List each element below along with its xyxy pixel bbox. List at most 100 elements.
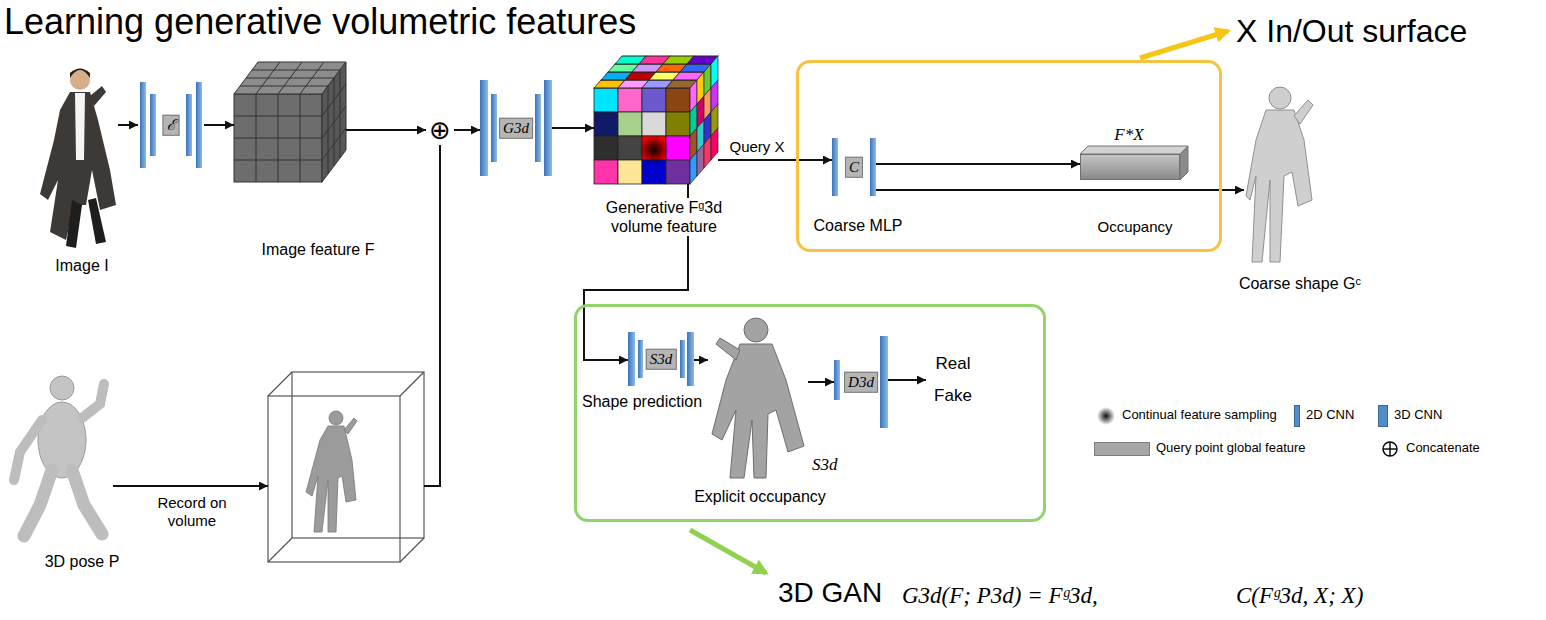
volume-wireframe bbox=[268, 372, 424, 562]
person-photo bbox=[75, 93, 85, 160]
person-photo bbox=[66, 200, 82, 248]
person-photo bbox=[40, 69, 116, 249]
cnn-2d-bars bbox=[140, 82, 146, 168]
math-symbol: F*X bbox=[1114, 125, 1143, 145]
generative-volume-cube bbox=[594, 160, 618, 184]
cnn-3d-bars bbox=[480, 80, 488, 176]
cnn-3d-bars bbox=[834, 336, 888, 428]
callout-heading: X In/Out surface bbox=[1236, 12, 1467, 50]
pose-volume bbox=[268, 372, 424, 562]
volume-figure bbox=[306, 426, 356, 532]
pose-body-figure bbox=[24, 470, 52, 536]
network-label: G3d bbox=[499, 118, 533, 139]
image-feature-cube bbox=[252, 70, 340, 71]
volume-wireframe bbox=[292, 372, 424, 538]
cnn-2d-bars bbox=[186, 94, 192, 156]
volume-wireframe bbox=[268, 538, 292, 562]
edge-label: Query X bbox=[727, 138, 786, 156]
connector-arrow bbox=[346, 129, 426, 131]
coarse-shape-figure bbox=[1294, 100, 1313, 124]
image-feature-cube bbox=[234, 116, 322, 117]
generative-volume-cube bbox=[690, 56, 718, 184]
image-feature-cube bbox=[234, 138, 322, 139]
generative-volume-cube bbox=[618, 160, 642, 184]
generative-volume-cube bbox=[666, 88, 690, 112]
cnn-3d-bars bbox=[638, 340, 643, 378]
volume-figure bbox=[306, 411, 357, 532]
gan-branch-box: 3D GANS3dShape predictionS3dExplicit occ… bbox=[574, 304, 1046, 522]
explicit-occupancy-figure bbox=[744, 318, 768, 342]
legend-sampling-dot bbox=[1097, 407, 1115, 425]
volume-wireframe bbox=[268, 372, 292, 396]
legend-swatch bbox=[1294, 405, 1300, 427]
image-feature-cube bbox=[234, 160, 322, 161]
caption: Coarse MLP bbox=[814, 216, 903, 235]
pose-body-figure bbox=[82, 384, 104, 418]
connector-arrow bbox=[204, 124, 234, 126]
explicit-occupancy: S3dExplicit occupancy bbox=[708, 314, 808, 484]
pose-body-figure bbox=[72, 470, 102, 534]
network-label: D3d bbox=[844, 372, 878, 393]
generative-volume-cube bbox=[594, 136, 618, 160]
image-feature-cube bbox=[234, 62, 346, 182]
generative-volume-cube bbox=[704, 136, 711, 168]
connector-arrow bbox=[876, 163, 1080, 165]
cnn-2d-bars bbox=[196, 82, 202, 168]
generative-volume-cube bbox=[666, 160, 690, 184]
generative-volume-cube bbox=[666, 136, 690, 160]
person-photo bbox=[88, 198, 106, 244]
edge-label: Occupancy bbox=[1095, 218, 1174, 236]
network-label: S3d bbox=[646, 349, 677, 370]
generator-3d-cnn: G3d bbox=[480, 78, 552, 178]
generative-volume-cube bbox=[594, 56, 718, 184]
generative-volume-cube bbox=[666, 112, 690, 136]
cnn-3d-bars bbox=[687, 332, 694, 386]
image-feature-cube bbox=[246, 78, 334, 79]
connector-arrow bbox=[694, 359, 708, 361]
caption: Coarse shape Gᶜ bbox=[1239, 274, 1361, 293]
connector-arrow bbox=[424, 145, 440, 486]
cnn-3d-bars bbox=[535, 94, 541, 162]
cnn-2d-bars bbox=[870, 138, 876, 196]
cnn-3d-bars bbox=[491, 94, 497, 162]
image-feature-cube bbox=[322, 128, 346, 160]
cnn-2d-bars bbox=[140, 82, 202, 168]
concat-symbol: ⊕ bbox=[429, 117, 451, 143]
feature-bar-faces bbox=[1180, 146, 1188, 180]
volume-wireframe bbox=[268, 396, 400, 562]
legend-concat-symbol bbox=[1383, 442, 1397, 456]
generative-volume-cube bbox=[618, 136, 642, 160]
legend-swatch bbox=[1094, 442, 1150, 456]
coarse-mlp: CCoarse MLP bbox=[832, 138, 876, 196]
generative-volume-cube bbox=[639, 135, 669, 165]
generative-volume-cube bbox=[618, 88, 642, 112]
coarse-shape-figure bbox=[1246, 87, 1313, 262]
generative-volume-cube bbox=[642, 112, 666, 136]
image-feature-cube bbox=[234, 94, 322, 182]
cnn-3d-bars bbox=[680, 340, 685, 378]
image-feature-grid: Image feature F bbox=[234, 62, 346, 182]
legend-text: Query point global feature bbox=[1156, 440, 1306, 456]
cnn-3d-bars bbox=[480, 80, 552, 176]
volume-feature-cube: Generative Fᵍ3d volume feature bbox=[594, 56, 718, 184]
cnn-2d-bars bbox=[832, 138, 838, 196]
equation-text: G3d(F; P3d) = Fᵍ3d, bbox=[902, 582, 1098, 610]
real-fake-output: Real Fake bbox=[926, 346, 980, 415]
cnn-3d-bars bbox=[880, 336, 888, 428]
connector-arrow bbox=[808, 381, 834, 383]
connector-arrow bbox=[552, 127, 594, 129]
volume-wireframe bbox=[400, 538, 424, 562]
pose-body-figure bbox=[50, 376, 74, 400]
callout-arrow bbox=[1140, 31, 1228, 58]
caption: Shape prediction bbox=[582, 392, 702, 411]
coarse-shape-figure bbox=[1246, 110, 1312, 262]
connector-arrow bbox=[454, 129, 480, 131]
generative-volume-cube bbox=[711, 128, 718, 160]
cnn-3d-bars bbox=[544, 80, 552, 176]
image-feature-cube bbox=[322, 62, 346, 182]
connector-arrow bbox=[118, 124, 138, 126]
person-photo bbox=[90, 86, 106, 106]
cnn-3d-bars bbox=[834, 360, 840, 400]
connector-arrow bbox=[876, 189, 1244, 191]
output-label: Real Fake bbox=[934, 348, 972, 413]
